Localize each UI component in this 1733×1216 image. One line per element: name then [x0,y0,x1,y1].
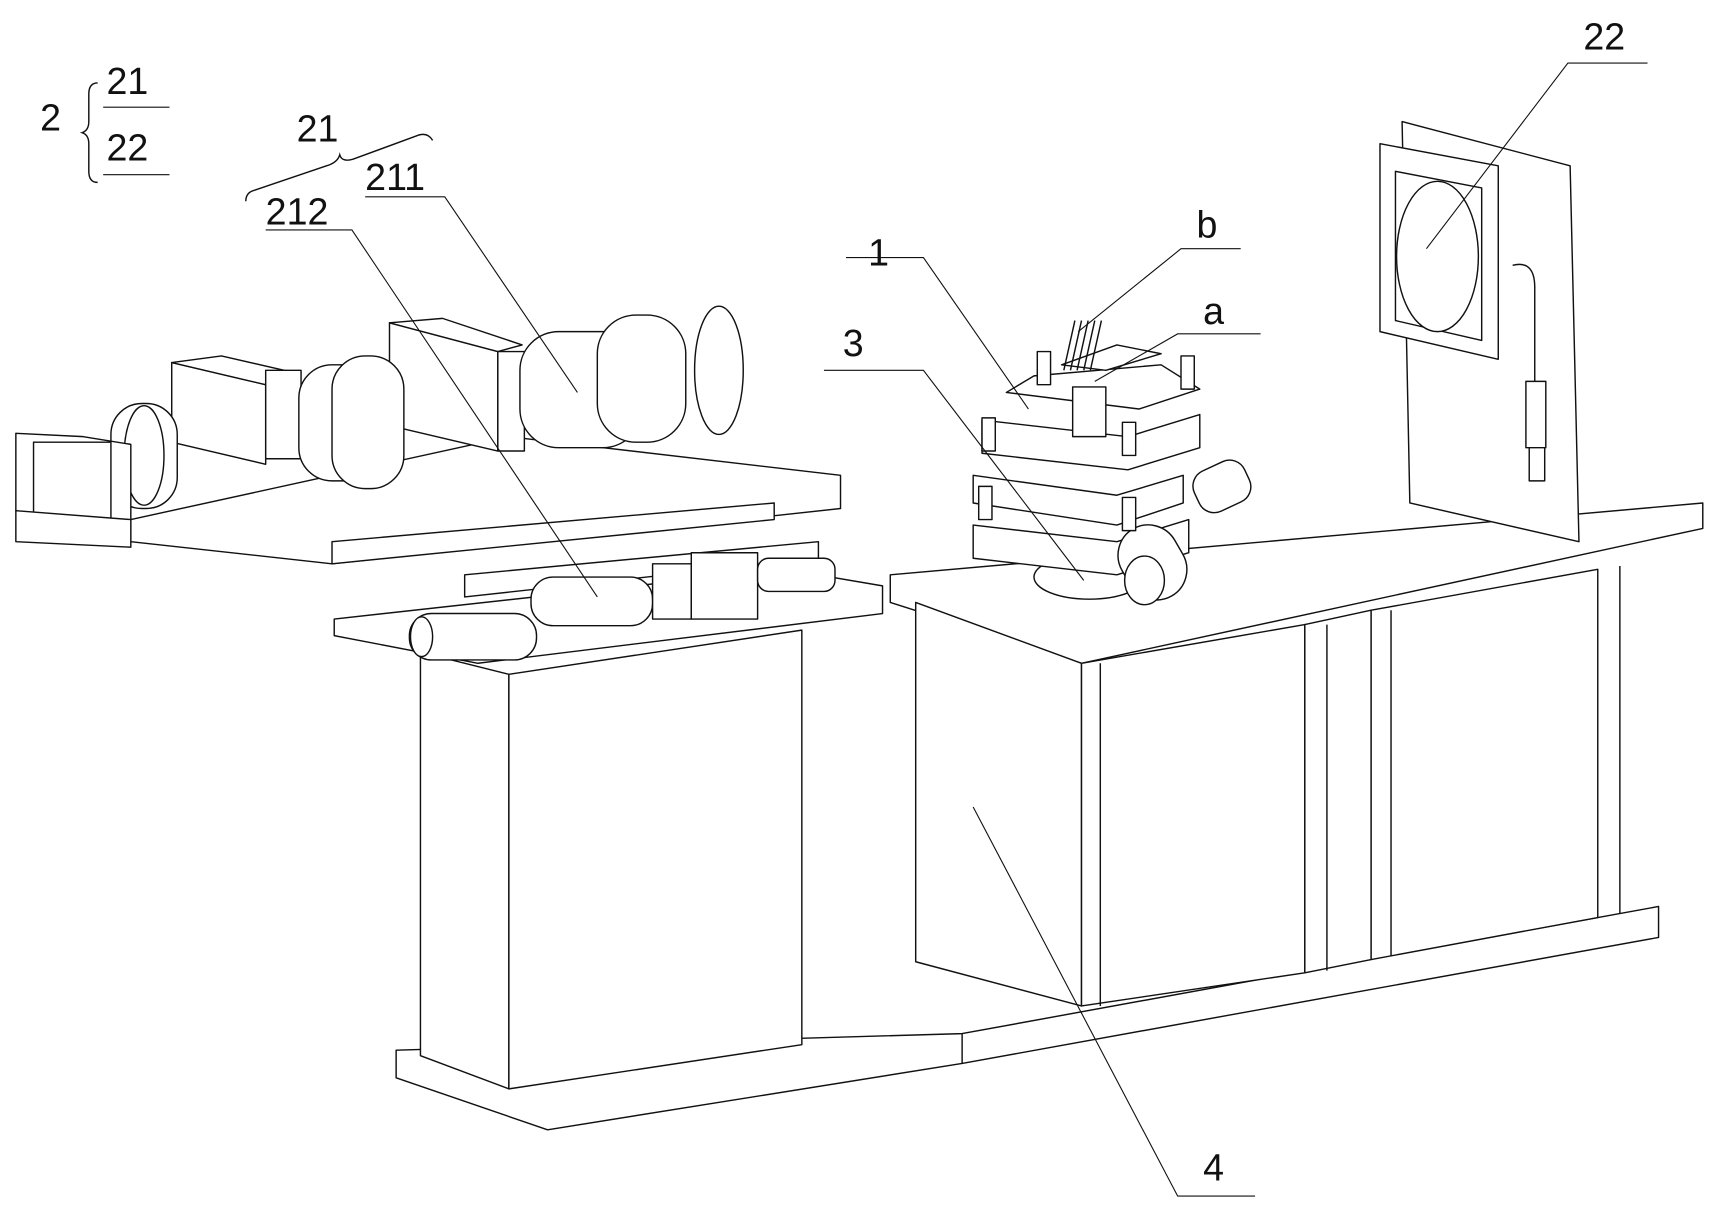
group-label-21: 21 [297,107,339,149]
label-4: 4 [1203,1147,1224,1189]
label-211: 211 [365,156,425,198]
label-1: 1 [868,231,889,273]
screen-22 [1380,122,1579,542]
legend-parent-label: 2 [40,96,61,138]
legend-child-21: 21 [107,60,149,102]
legend-brace [82,83,97,182]
legend: 2 21 22 [40,60,169,182]
label-3: 3 [843,322,864,364]
legend-child-22: 22 [107,126,149,168]
label-a: a [1203,290,1224,332]
label-22: 22 [1583,16,1625,58]
label-212: 212 [266,190,329,232]
label-b: b [1196,204,1217,246]
